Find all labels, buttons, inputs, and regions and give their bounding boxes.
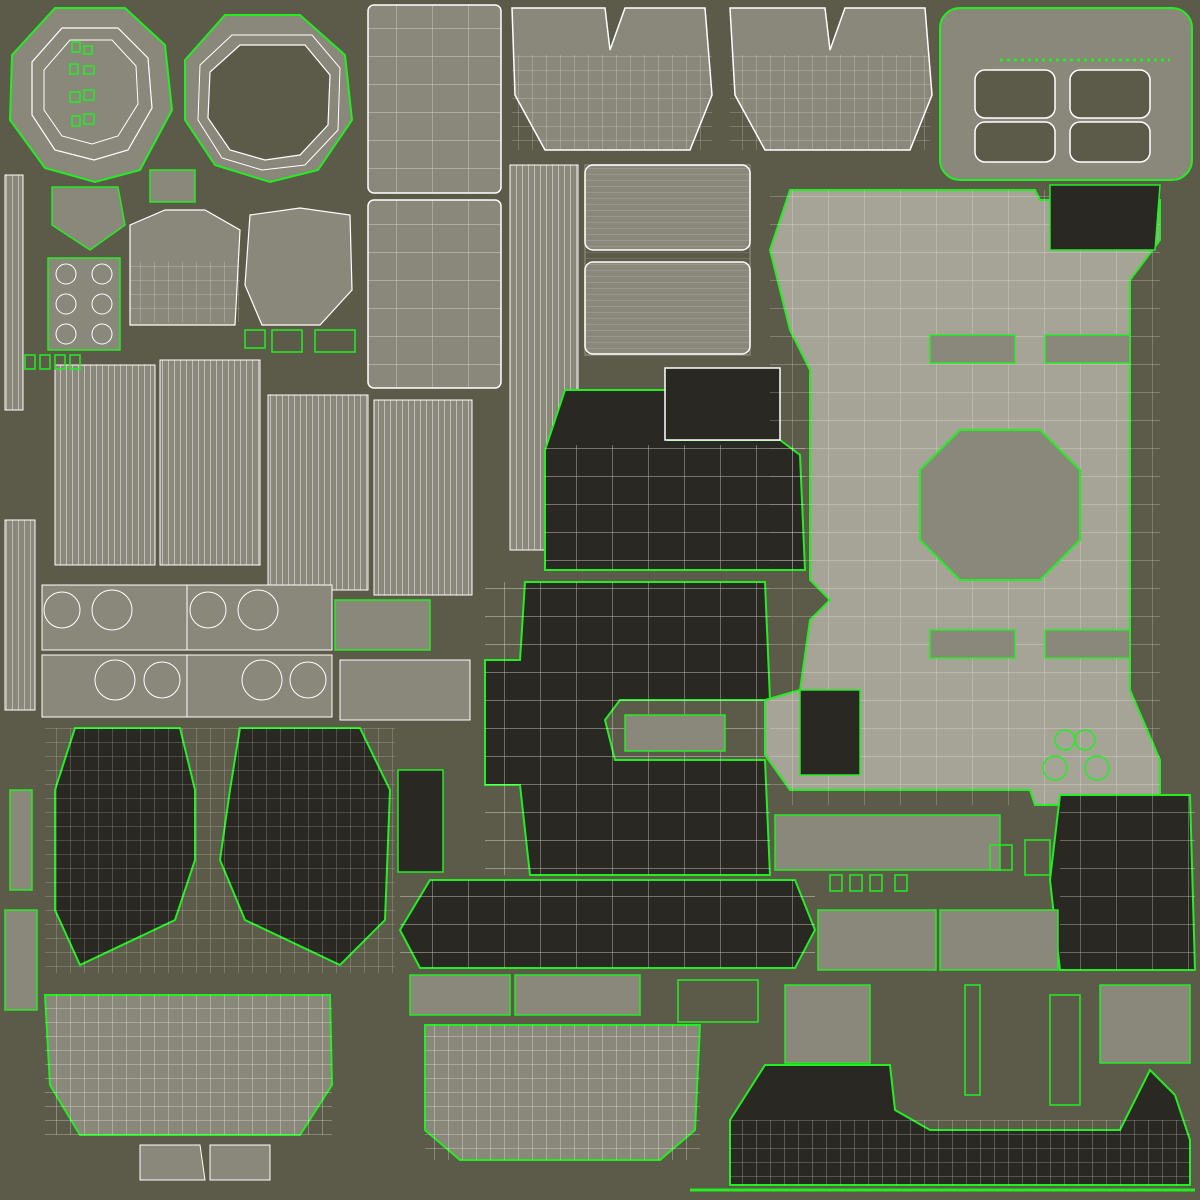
- round-ring-right: [184, 14, 354, 184]
- dark-armor-bottom-strip: [398, 879, 817, 1016]
- armor-panel-top-b: [729, 7, 933, 151]
- round-ring-left: [8, 7, 174, 184]
- armor-panel-top-a: [511, 7, 713, 151]
- small-parts-cluster: [69, 41, 95, 127]
- control-panel-top-right: [939, 7, 1193, 181]
- grille-lower-center: [424, 1024, 702, 1161]
- vents-grid: [47, 169, 353, 351]
- stripe-banks-left: [4, 164, 579, 1011]
- armor-panel-top-a: [584, 164, 751, 356]
- round-dials-banks: [41, 584, 471, 721]
- grille-lower-left: [43, 994, 334, 1181]
- dark-armor-center-main: [484, 581, 772, 876]
- dark-armor-center-upper: [544, 367, 807, 571]
- tall-panel-column: [367, 4, 502, 389]
- small-parts-cluster: [24, 329, 1110, 1106]
- large-hull-panel-right: [764, 184, 1161, 806]
- dark-hull-lower-right: [690, 794, 1197, 1192]
- dark-wing-pieces-left: [45, 727, 444, 973]
